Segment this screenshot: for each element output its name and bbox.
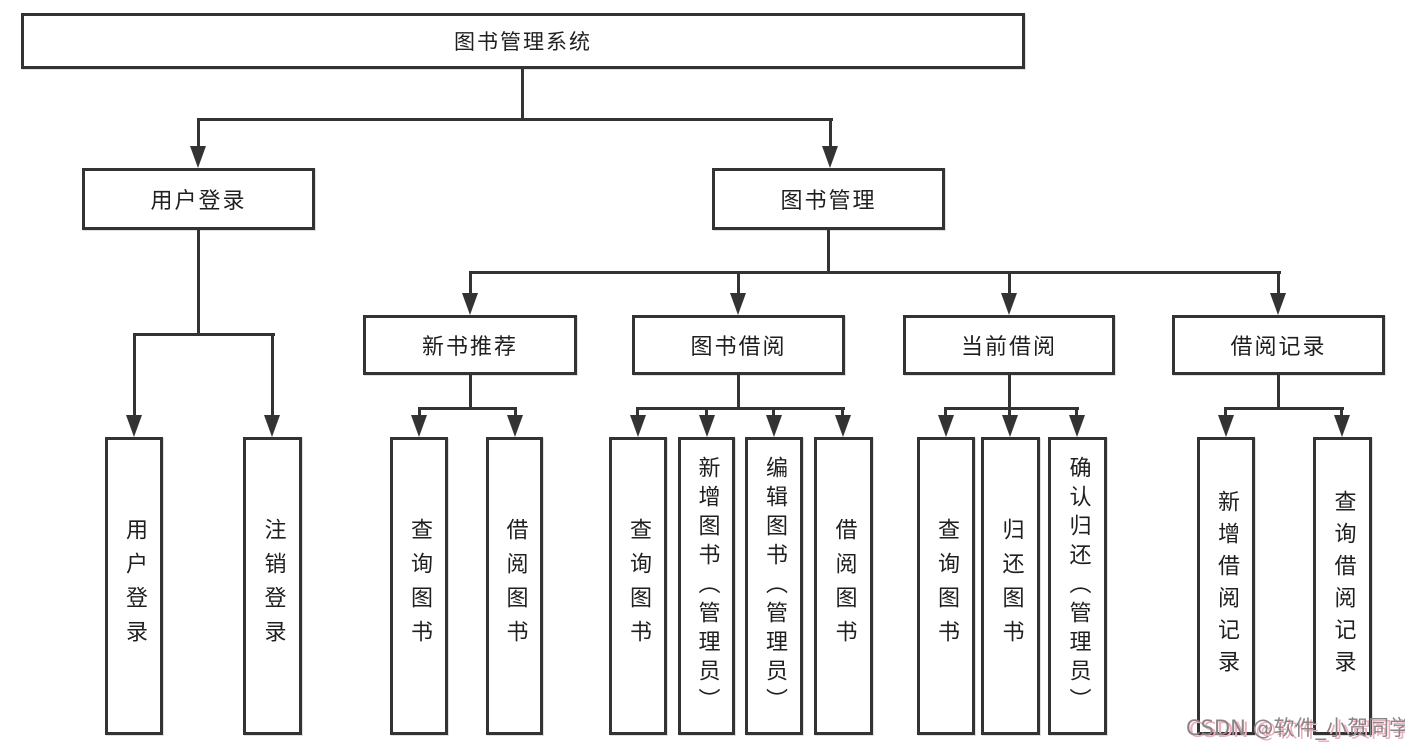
- connector-line: [514, 409, 517, 417]
- connector-line: [1340, 409, 1343, 417]
- connector-line: [1008, 273, 1011, 294]
- connector-line: [418, 409, 421, 417]
- leaf-borrow-books: 借阅图书: [814, 437, 873, 735]
- connector-line: [271, 335, 274, 416]
- connector-line: [705, 409, 708, 417]
- arrow-down-icon: [462, 293, 478, 315]
- leaf-label: 借阅图书: [502, 518, 528, 654]
- leaf-edit-book-admin: 编辑图书（管理员）: [745, 437, 803, 735]
- watermark-text: CSDN @软件_小贺同学: [1186, 716, 1405, 740]
- leaf-query-books-current: 查询图书: [917, 437, 975, 735]
- connector-line: [133, 335, 136, 416]
- connector-line: [1075, 409, 1078, 417]
- connector-line: [197, 118, 833, 121]
- leaf-label: 归还图书: [998, 518, 1024, 654]
- connector-line: [636, 407, 845, 410]
- arrow-down-icon: [411, 415, 427, 437]
- node-borrow-records: 借阅记录: [1172, 315, 1385, 375]
- connector-line: [133, 333, 275, 336]
- node-label: 图书借阅: [690, 335, 787, 360]
- connector-line: [944, 409, 947, 417]
- leaf-add-borrow-record: 新增借阅记录: [1197, 437, 1255, 735]
- node-book-management: 图书管理: [712, 168, 945, 230]
- connector-line: [737, 273, 740, 294]
- connector-line: [1008, 375, 1011, 408]
- leaf-label: 查询图书: [407, 518, 432, 654]
- connector-line: [197, 230, 200, 335]
- leaf-query-books-recommend: 查询图书: [390, 437, 448, 735]
- node-label: 当前借阅: [960, 335, 1057, 360]
- leaf-return-books: 归还图书: [981, 437, 1040, 735]
- arrow-down-icon: [126, 415, 142, 437]
- arrow-down-icon: [938, 415, 954, 437]
- connector-line: [1277, 273, 1280, 294]
- leaf-label: 用户登录: [122, 518, 147, 654]
- arrow-down-icon: [1069, 415, 1085, 437]
- node-new-book-recommend: 新书推荐: [363, 315, 577, 375]
- arrow-down-icon: [1270, 293, 1286, 315]
- leaf-add-book-admin: 新增图书（管理员）: [678, 437, 735, 735]
- leaf-label: 注销登录: [260, 518, 286, 654]
- leaf-user-login: 用户登录: [105, 437, 163, 735]
- leaf-confirm-return-admin: 确认归还（管理员）: [1048, 437, 1107, 735]
- connector-line: [944, 407, 1079, 410]
- arrow-down-icon: [264, 415, 280, 437]
- node-label: 借阅记录: [1230, 335, 1327, 360]
- arrow-down-icon: [1334, 415, 1350, 437]
- node-user-login: 用户登录: [82, 168, 315, 230]
- arrow-down-icon: [507, 415, 523, 437]
- connector-line: [469, 273, 472, 294]
- leaf-label: 查询图书: [934, 518, 959, 654]
- node-current-borrow: 当前借阅: [903, 315, 1115, 375]
- connector-line: [197, 120, 200, 148]
- connector-line: [829, 120, 832, 148]
- connector-line: [827, 230, 830, 273]
- connector-line: [772, 409, 775, 417]
- connector-line: [418, 407, 517, 410]
- arrow-down-icon: [730, 293, 746, 315]
- connector-line: [1224, 407, 1344, 410]
- leaf-borrow-books-recommend: 借阅图书: [486, 437, 543, 735]
- connector-line: [1008, 409, 1011, 417]
- node-library-system: 图书管理系统: [21, 13, 1025, 69]
- leaf-label: 查询图书: [626, 518, 651, 654]
- leaf-label: 编辑图书（管理员）: [762, 455, 787, 717]
- connector-line: [841, 409, 844, 417]
- node-label: 新书推荐: [421, 335, 518, 360]
- node-book-borrow: 图书借阅: [632, 315, 845, 375]
- arrow-down-icon: [822, 146, 838, 168]
- leaf-label: 新增图书（管理员）: [694, 455, 720, 717]
- connector-line: [1277, 375, 1280, 408]
- arrow-down-icon: [1002, 415, 1018, 437]
- leaf-label: 新增借阅记录: [1214, 490, 1239, 682]
- leaf-query-borrow-record: 查询借阅记录: [1313, 437, 1372, 735]
- leaf-label: 确认归还（管理员）: [1065, 455, 1091, 717]
- connector-line: [1224, 409, 1227, 417]
- connector-line: [469, 375, 472, 408]
- arrow-down-icon: [1001, 293, 1017, 315]
- arrow-down-icon: [630, 415, 646, 437]
- node-label: 图书管理: [780, 189, 877, 214]
- arrow-down-icon: [835, 415, 851, 437]
- node-label: 图书管理系统: [454, 30, 592, 54]
- connector-line: [737, 375, 740, 408]
- leaf-label: 借阅图书: [831, 518, 857, 654]
- arrow-down-icon: [190, 146, 206, 168]
- leaf-query-books-borrow: 查询图书: [609, 437, 667, 735]
- node-label: 用户登录: [150, 189, 247, 214]
- arrow-down-icon: [1218, 415, 1234, 437]
- leaf-logout: 注销登录: [243, 437, 302, 735]
- arrow-down-icon: [699, 415, 715, 437]
- leaf-label: 查询借阅记录: [1330, 490, 1356, 682]
- arrow-down-icon: [766, 415, 782, 437]
- connector-line: [469, 271, 1281, 274]
- connector-line: [521, 69, 524, 118]
- connector-line: [636, 409, 639, 417]
